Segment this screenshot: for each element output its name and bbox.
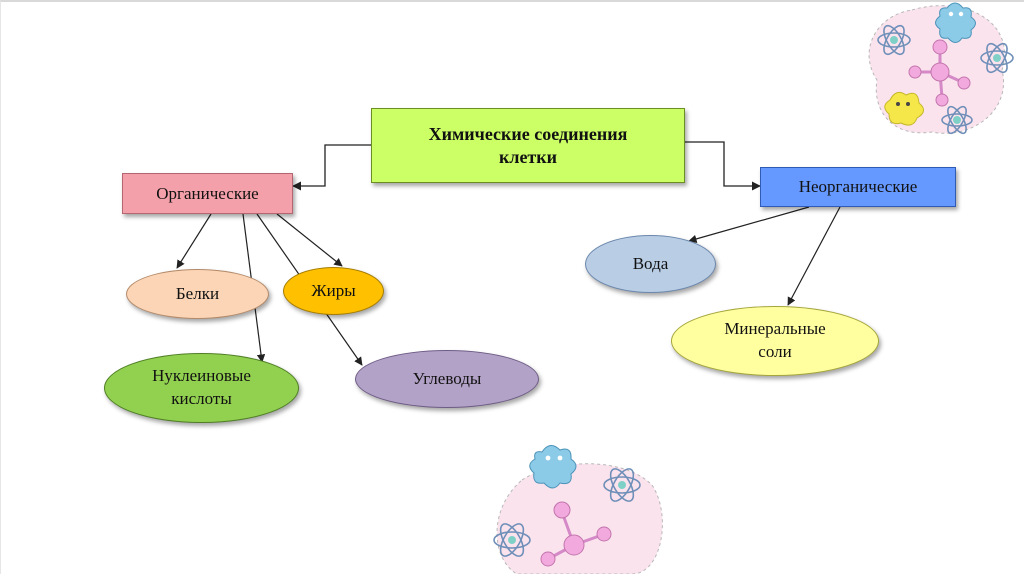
water-label: Вода <box>632 253 669 273</box>
nucleic-label-line1: Нуклеиновые <box>152 366 251 386</box>
carbohydrates-node: Углеводы <box>355 350 539 408</box>
fats-node: Жиры <box>283 267 384 315</box>
molecule-decoration-bottom-center <box>493 445 663 574</box>
connector-root-inorganic <box>685 141 761 191</box>
root-label-line2: клетки <box>498 146 558 167</box>
arrow-organic-fats <box>276 213 343 267</box>
molecule-decoration-top-right <box>868 2 1014 135</box>
organic-node: Органические <box>122 173 293 214</box>
connector-root-organic <box>292 144 371 191</box>
arrow-inorganic-water <box>688 206 810 243</box>
inorganic-node: Неорганические <box>760 167 956 207</box>
water-node: Вода <box>585 235 716 293</box>
nucleic-label-line2: кислоты <box>171 389 232 408</box>
inorganic-label: Неорганические <box>798 177 918 197</box>
mineral-salts-node: Минеральные соли <box>671 306 879 376</box>
mineral-label-line1: Минеральные <box>724 319 826 339</box>
carbohydrates-label: Углеводы <box>412 368 482 388</box>
fats-label: Жиры <box>311 280 356 300</box>
proteins-label: Белки <box>175 283 220 303</box>
arrow-inorganic-mineral <box>787 206 841 306</box>
arrow-organic-proteins <box>176 213 212 269</box>
root-node-chemical-compounds: Химические соединения клетки <box>371 108 685 183</box>
proteins-node: Белки <box>126 269 269 319</box>
organic-label: Органические <box>156 183 259 203</box>
root-label-line1: Химические соединения <box>428 124 628 144</box>
nucleic-acids-node: Нуклеиновые кислоты <box>104 353 299 423</box>
mineral-label-line2: соли <box>758 342 792 361</box>
